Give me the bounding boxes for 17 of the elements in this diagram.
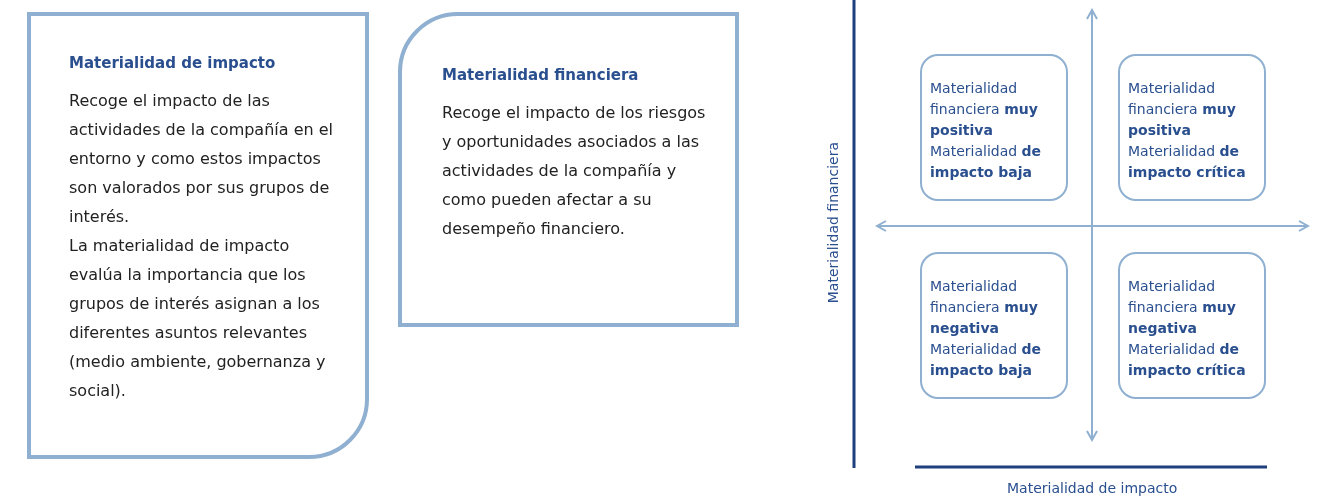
card-paragraph: Recoge el impacto de las actividades de la compañía en el entorno y como estos impactos son valorados por sus grupos de interés. xyxy=(69,90,334,228)
card-heading: Materialidad financiera xyxy=(442,66,640,84)
quadrant-box xyxy=(1118,54,1266,201)
quadrant-box xyxy=(920,252,1068,399)
card-heading: Materialidad de impacto xyxy=(69,54,277,72)
text-card xyxy=(398,12,739,327)
quadrant-text: Materialidad financiera muy positiva Materialidad de impacto crítica xyxy=(1128,79,1247,182)
card-paragraph: La materialidad de impacto evalúa la importancia que los grupos de interés asignan a los diferentes asuntos relevantes (medio ambiente, gobernanza y social). xyxy=(69,235,327,402)
quadrant-text: Materialidad financiera muy negativa Materialidad de impacto crítica xyxy=(1128,277,1247,380)
quadrant-text: Materialidad financiera muy positiva Materialidad de impacto baja xyxy=(930,79,1043,182)
quadrant-box xyxy=(920,54,1068,201)
quadrant-text: Materialidad financiera muy negativa Materialidad de impacto baja xyxy=(930,277,1043,380)
card-paragraph: Recoge el impacto de los riesgos y oportunidades asociados a las actividades de la compañía y como pueden afectar a su desempeño financiero. xyxy=(442,102,707,240)
quadrant-box xyxy=(1118,252,1266,399)
text-card xyxy=(27,12,369,459)
axis-label: Materialidad de impacto xyxy=(1007,480,1178,496)
axis-label: Materialidad financiera xyxy=(825,141,841,303)
